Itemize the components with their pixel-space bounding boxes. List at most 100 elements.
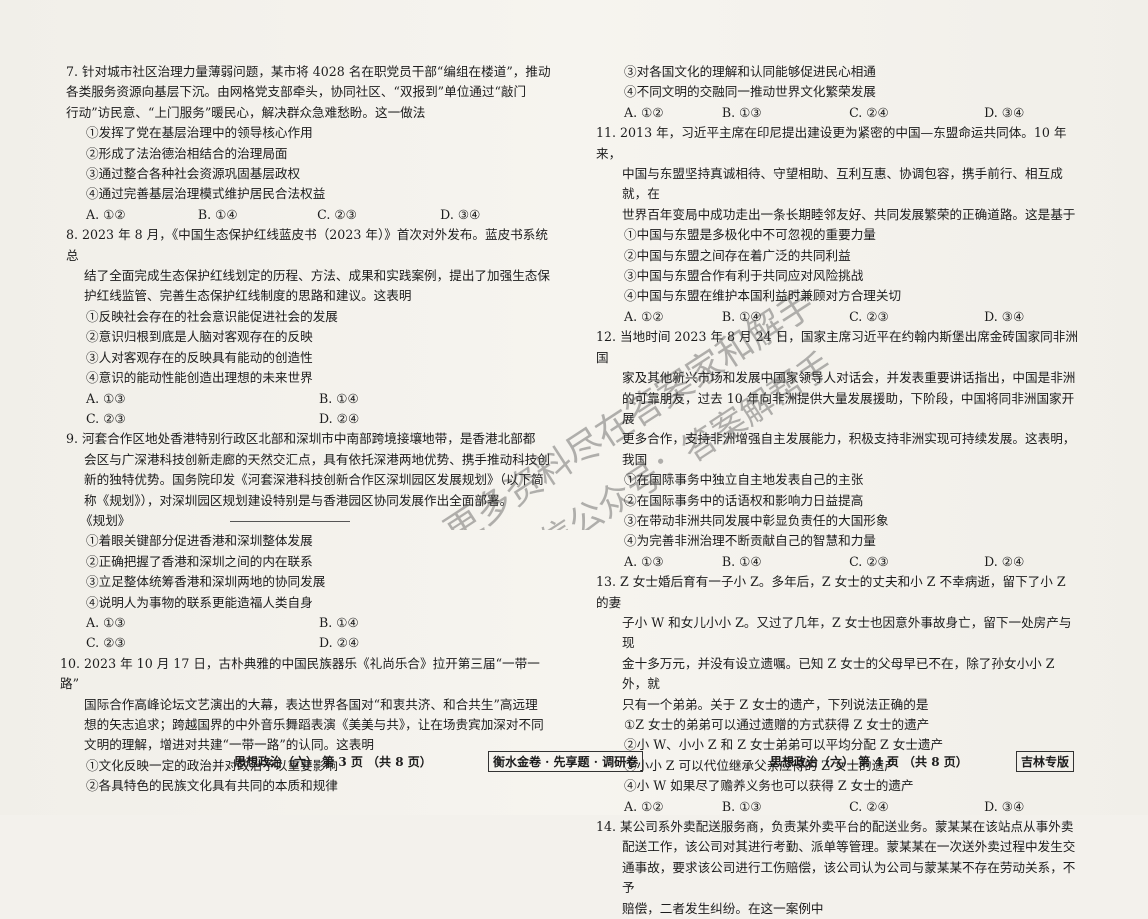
question-14: 14. 某公司系外卖配送服务商，负责某外卖平台的配送业务。蒙某某在该站点从事外卖…	[596, 817, 1082, 919]
question-9: 9. 河套合作区地处香港特别行政区北部和深圳市中南部跨境接壤地带，是香港北部都 …	[66, 429, 552, 653]
answer-c: C. ②④	[849, 798, 889, 814]
answer-b: B. ①③	[721, 104, 762, 120]
answer-choices: A. ①② B. ①③ C. ②④ D. ③④	[624, 797, 1082, 817]
answer-b: B. ①④	[721, 553, 762, 569]
question-stem: 家及其他新兴市场和发展中国家领导人对话会，并发表重要讲话指出，中国是非洲	[622, 370, 1076, 386]
option-4: ④意识的能动性能创造出理想的未来世界	[86, 370, 313, 386]
question-stem: 只有一个弟弟。关于 Z 女士的遗产，下列说法正确的是	[622, 696, 929, 712]
answer-d: D. ②④	[984, 553, 1025, 569]
option-2: ②小 W、小小 Z 和 Z 女士弟弟可以平均分配 Z 女士遗产	[624, 737, 944, 753]
option-2: ②中国与东盟之间存在着广泛的共同利益	[624, 247, 851, 263]
edition-tag: 吉林专版	[1016, 751, 1075, 772]
question-stem: 通事故，要求该公司进行工伤赔偿，该公司认为公司与蒙某某不存在劳动关系，不予	[622, 859, 1076, 896]
option-1: ①着眼关键部分促进香港和深圳整体发展	[86, 533, 313, 549]
answer-a: A. ①②	[624, 104, 664, 120]
answer-c: C. ②③	[86, 410, 126, 426]
option-4: ④为完善非洲治理不断贡献自己的智慧和力量	[624, 533, 876, 549]
question-stem: 中国与东盟坚持真诚相待、守望相助、互利互惠、协调包容，携手前行、相互成就，在	[622, 166, 1063, 202]
option-1: ①反映社会存在的社会意识能促进社会的发展	[86, 308, 338, 324]
answer-d: D. ③④	[984, 308, 1025, 324]
answer-choices: A. ①③ B. ①④ C. ②③ D. ②④	[624, 552, 1082, 572]
answer-a: A. ①②	[86, 206, 126, 222]
answer-choices: A. ①② B. ①③ C. ②④ D. ③④	[624, 103, 1082, 123]
option-2: ②正确把握了香港和深圳之间的内在联系	[86, 553, 313, 569]
question-stem-end: 《规划》	[80, 512, 131, 528]
question-stem: 更多合作，支持非洲增强自主发展能力，积极支持非洲实现可持续发展。这表明，	[622, 431, 1076, 447]
answer-b: B. ①④	[197, 206, 238, 222]
option-1: ①在国际事务中独立自主地发表自己的主张	[624, 472, 864, 488]
option-1: ①Z 女士的弟弟可以通过遗赠的方式获得 Z 女士的遗产	[624, 717, 930, 732]
divider-line	[230, 520, 351, 522]
answer-b: B. ①③	[721, 798, 762, 814]
option-4: ④小 W 如果尽了赡养义务也可以获得 Z 女士的遗产	[624, 778, 914, 794]
option-1: ①文化反映一定的政治并对政治予以重要影响	[86, 757, 338, 773]
question-stem: 13. Z 女士婚后育有一子小 Z。多年后，Z 女士的丈夫和小 Z 不幸病逝，留…	[596, 574, 1066, 610]
option-3: ③对各国文化的理解和认同能够促进民心相通	[624, 64, 876, 79]
answer-d: D. ③④	[984, 104, 1025, 120]
answer-b: B. ①④	[721, 308, 762, 324]
option-2: ②在国际事务中的话语权和影响力日益提高	[624, 492, 864, 508]
question-stem-end: 我国	[622, 451, 648, 467]
question-stem: 子小 W 和女儿小小 Z。又过了几年，Z 女士也因意外事故身亡，留下一处房产与现	[622, 614, 1072, 651]
answer-choices: C. ②③ D. ②④	[86, 633, 552, 653]
option-4: ④通过完善基层治理模式维护居民合法权益	[86, 186, 326, 202]
option-3: ③立足整体统筹香港和深圳两地的协同发展	[86, 574, 326, 590]
question-stem: 10. 2023 年 10 月 17 日，古朴典雅的中国民族器乐《礼尚乐合》拉开…	[60, 655, 540, 692]
option-4: ④中国与东盟在维护本国利益时兼顾对方合理关切	[624, 288, 902, 304]
answer-d: D. ③④	[984, 798, 1025, 814]
answer-choices: A. ①② B. ①④ C. ②③ D. ③④	[86, 205, 552, 225]
answer-choices: A. ①② B. ①④ C. ②③ D. ③④	[624, 307, 1082, 327]
option-2: ②形成了法治德治相结合的治理局面	[86, 145, 288, 161]
question-stem: 14. 某公司系外卖配送服务商，负责某外卖平台的配送业务。蒙某某在该站点从事外卖	[596, 819, 1074, 835]
question-stem: 的可靠朋友，过去 10 年向非洲提供大量发展援助，下阶段，中国将同非洲国家开展	[622, 390, 1075, 426]
answer-a: A. ①②	[624, 798, 664, 814]
question-stem: 新的独特优势。国务院印发《河套深港科技创新合作区深圳园区发展规划》（以下简	[84, 472, 544, 488]
question-stem: 会区与广深港科技创新走廊的天然交汇点，具有依托深港两地优势、携手推动科技创	[84, 451, 550, 467]
question-7: 7. 针对城市社区治理力量薄弱问题，某市将 4028 名在职党员干部“编组在楼道…	[66, 62, 552, 225]
answer-a: A. ①③	[624, 553, 664, 569]
option-3: ③人对客观存在的反映具有能动的创造性	[86, 349, 313, 365]
answer-d: D. ②④	[319, 635, 360, 651]
question-12: 12. 当地时间 2023 年 8 月 24 日，国家主席习近平在约翰内斯堡出席…	[596, 327, 1082, 572]
question-stem: 8. 2023 年 8 月，《中国生态保护红线蓝皮书（2023 年）》首次对外发…	[66, 227, 548, 263]
question-stem: 结了全面完成生态保护红线划定的历程、方法、成果和实践案例，提出了加强生态保	[84, 268, 550, 284]
answer-b: B. ①④	[319, 390, 359, 406]
answer-c: C. ②③	[849, 553, 889, 569]
question-stem: 12. 当地时间 2023 年 8 月 24 日，国家主席习近平在约翰内斯堡出席…	[596, 329, 1078, 365]
answer-a: A. ①③	[86, 390, 126, 406]
question-stem: 国际合作高峰论坛文艺演出的大幕，表达世界各国对“和衷共济、和合共生”高远理	[84, 696, 538, 712]
question-stem: 7. 针对城市社区治理力量薄弱问题，某市将 4028 名在职党员干部“编组在楼道…	[66, 64, 551, 79]
answer-d: D. ②④	[319, 410, 360, 426]
option-1: ①发挥了党在基层治理中的领导核心作用	[86, 125, 313, 141]
answer-b: B. ①④	[319, 614, 359, 630]
question-stem: 称《规划》），对深圳园区规划建设特别是与香港园区协同发展作出全面部署。	[84, 492, 513, 508]
question-stem: 赔偿，二者发生纠纷。在这一案例中	[622, 900, 824, 916]
option-3: ③通过整合各种社会资源巩固基层政权	[86, 166, 301, 182]
answer-c: C. ②③	[849, 308, 889, 324]
answer-c: C. ②④	[849, 104, 889, 120]
question-stem: 9. 河套合作区地处香港特别行政区北部和深圳市中南部跨境接壤地带，是香港北部都	[66, 431, 536, 447]
answer-a: A. ①③	[86, 614, 126, 630]
question-stem: 11. 2013 年，习近平主席在印尼提出建设更为紧密的中国—东盟命运共同体。1…	[596, 125, 1067, 161]
question-stem: 文明的理解，增进对共建“一带一路”的认同。这表明	[84, 737, 374, 753]
question-10-continued: ③对各国文化的理解和认同能够促进民心相通 ④不同文明的交融同一推动世界文化繁荣发…	[604, 62, 1082, 123]
answer-d: D. ③④	[440, 206, 481, 222]
option-4: ④不同文明的交融同一推动世界文化繁荣发展	[624, 84, 876, 100]
question-stem: 《规划》	[80, 511, 552, 531]
question-stem: 配送工作，该公司对其进行考勤、派单等管理。蒙某某在一次送外卖过程中发生交	[622, 839, 1076, 855]
option-2: ②意识归根到底是人脑对客观存在的反映	[86, 329, 313, 345]
question-10: 10. 2023 年 10 月 17 日，古朴典雅的中国民族器乐《礼尚乐合》拉开…	[60, 654, 552, 797]
right-column: ③对各国文化的理解和认同能够促进民心相通 ④不同文明的交融同一推动世界文化繁荣发…	[596, 62, 1082, 919]
option-3: ③中国与东盟合作有利于共同应对风险挑战	[624, 268, 864, 284]
question-stem: 世界百年变局中成功走出一条长期睦邻友好、共同发展繁荣的正确道路。这是基于	[622, 206, 1076, 222]
option-2: ②各具特色的民族文化具有共同的本质和规律	[86, 778, 338, 794]
answer-a: A. ①②	[624, 308, 664, 324]
question-11: 11. 2013 年，习近平主席在印尼提出建设更为紧密的中国—东盟命运共同体。1…	[596, 123, 1082, 327]
question-stem: 想的矢志追求；跨越国界的中外音乐舞蹈表演《美美与共》，让在场贵宾加深对不同	[84, 717, 544, 732]
option-1: ①中国与东盟是多极化中不可忽视的重要力量	[624, 227, 876, 243]
answer-c: C. ②③	[317, 206, 357, 222]
answer-choices: C. ②③ D. ②④	[86, 409, 552, 429]
question-stem: 金十多万元，并没有设立遗嘱。已知 Z 女士的父母早已不在，除了孙女小小 Z 外，…	[622, 655, 1055, 692]
answer-c: C. ②③	[86, 635, 126, 651]
